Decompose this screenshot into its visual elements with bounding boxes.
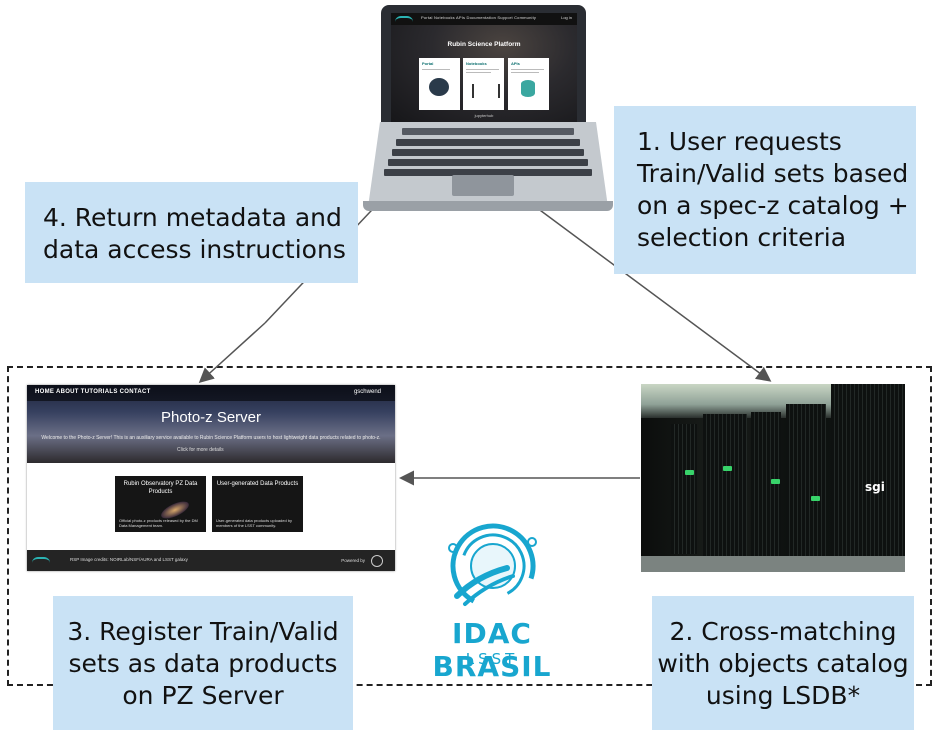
arrow-step4-a bbox=[198, 322, 266, 384]
rubin-logo-icon bbox=[32, 557, 50, 565]
idac-logo-text: IDAC BRASIL bbox=[432, 617, 552, 683]
step1-note: 1. User requests Train/Valid sets based … bbox=[614, 106, 916, 274]
step2-line2: with objects catalog bbox=[657, 649, 909, 678]
pz-powered-by: Powered by bbox=[341, 558, 365, 563]
idac-boundary-box bbox=[7, 366, 932, 686]
step2-line3: using LSDB* bbox=[705, 681, 861, 710]
rsp-card-apis-title: APIs bbox=[511, 61, 520, 66]
database-icon bbox=[521, 80, 535, 97]
step3-line1: 3. Register Train/Valid bbox=[67, 617, 339, 646]
pz-card-user-products[interactable]: User-generated Data Products User-genera… bbox=[212, 476, 303, 532]
lsst-logo-text: LSST bbox=[465, 650, 519, 668]
idac-logo-emblem-icon bbox=[448, 523, 537, 609]
pz-navbar bbox=[27, 385, 395, 401]
sgi-brand-label: sgi bbox=[865, 480, 885, 494]
pz-nav-links[interactable]: HOME ABOUT TUTORIALS CONTACT bbox=[35, 389, 151, 395]
pz-title: Photo-z Server bbox=[160, 409, 262, 426]
pz-details-link[interactable]: Click for more details bbox=[177, 447, 224, 453]
step3-note: 3. Register Train/Valid sets as data pro… bbox=[53, 596, 353, 730]
step3-line2: sets as data products bbox=[68, 649, 338, 678]
step3-line3: on PZ Server bbox=[122, 681, 284, 710]
rsp-card-notebooks-title: Notebooks bbox=[466, 61, 487, 66]
step2-note: 2. Cross-matching with objects catalog u… bbox=[652, 596, 914, 730]
rsp-card-notebooks[interactable]: Notebooks bbox=[463, 58, 504, 110]
step1-line2: Train/Valid sets based bbox=[637, 159, 909, 188]
rsp-card-apis[interactable]: APIs bbox=[508, 58, 549, 110]
laptop-trackpad bbox=[452, 175, 514, 196]
step1-line1: 1. User requests bbox=[637, 127, 842, 156]
portal-illustration-icon bbox=[429, 78, 449, 96]
pz-card-rubin-title: Rubin Observatory PZ Data Products bbox=[123, 481, 198, 495]
rsp-login-link[interactable]: Log in bbox=[561, 15, 572, 20]
notebooks-illustration-icon bbox=[472, 84, 500, 98]
laptop-screen: Portal Notebooks APIs Documentation Supp… bbox=[391, 13, 577, 123]
pz-subtitle: Welcome to the Photo-z Server! This is a… bbox=[41, 435, 381, 441]
server-room-photo: sgi bbox=[641, 384, 905, 572]
step4-line2: data access instructions bbox=[43, 235, 346, 264]
rsp-card-portal-title: Portal bbox=[422, 61, 434, 66]
jupyterhub-footer: jupyterhub bbox=[474, 113, 494, 118]
rubin-logo-icon bbox=[395, 16, 413, 24]
step4-note: 4. Return metadata and data access instr… bbox=[25, 182, 358, 283]
step2-line1: 2. Cross-matching bbox=[669, 617, 897, 646]
pz-card-rubin-products[interactable]: Rubin Observatory PZ Data Products Offic… bbox=[115, 476, 206, 532]
rsp-card-portal[interactable]: Portal bbox=[419, 58, 460, 110]
pz-footer-credits: RSP Image credits: NOIRLab/NSF/AURA and … bbox=[70, 557, 188, 562]
step4-line1: 4. Return metadata and bbox=[43, 203, 342, 232]
step1-line3: on a spec-z catalog + bbox=[637, 191, 909, 220]
pz-user-menu[interactable]: gschwend bbox=[353, 389, 381, 395]
arrow-step1 bbox=[524, 198, 772, 382]
rsp-nav-links[interactable]: Portal Notebooks APIs Documentation Supp… bbox=[421, 15, 537, 20]
pz-server-screenshot: HOME ABOUT TUTORIALS CONTACT gschwend Ph… bbox=[27, 385, 395, 571]
rsp-title: Rubin Science Platform bbox=[447, 41, 521, 48]
pz-card-rubin-desc: Official photo-z products released by th… bbox=[119, 518, 198, 528]
step1-line4: selection criteria bbox=[637, 223, 847, 252]
laptop-base bbox=[363, 201, 613, 211]
linea-logo-icon bbox=[371, 555, 383, 567]
pz-card-user-title: User-generated Data Products bbox=[216, 481, 299, 487]
pz-card-user-desc: User-generated data products uploaded by… bbox=[216, 518, 293, 528]
pz-footer: RSP Image credits: NOIRLab/NSF/AURA and … bbox=[27, 550, 395, 571]
rsp-navbar bbox=[391, 13, 577, 25]
